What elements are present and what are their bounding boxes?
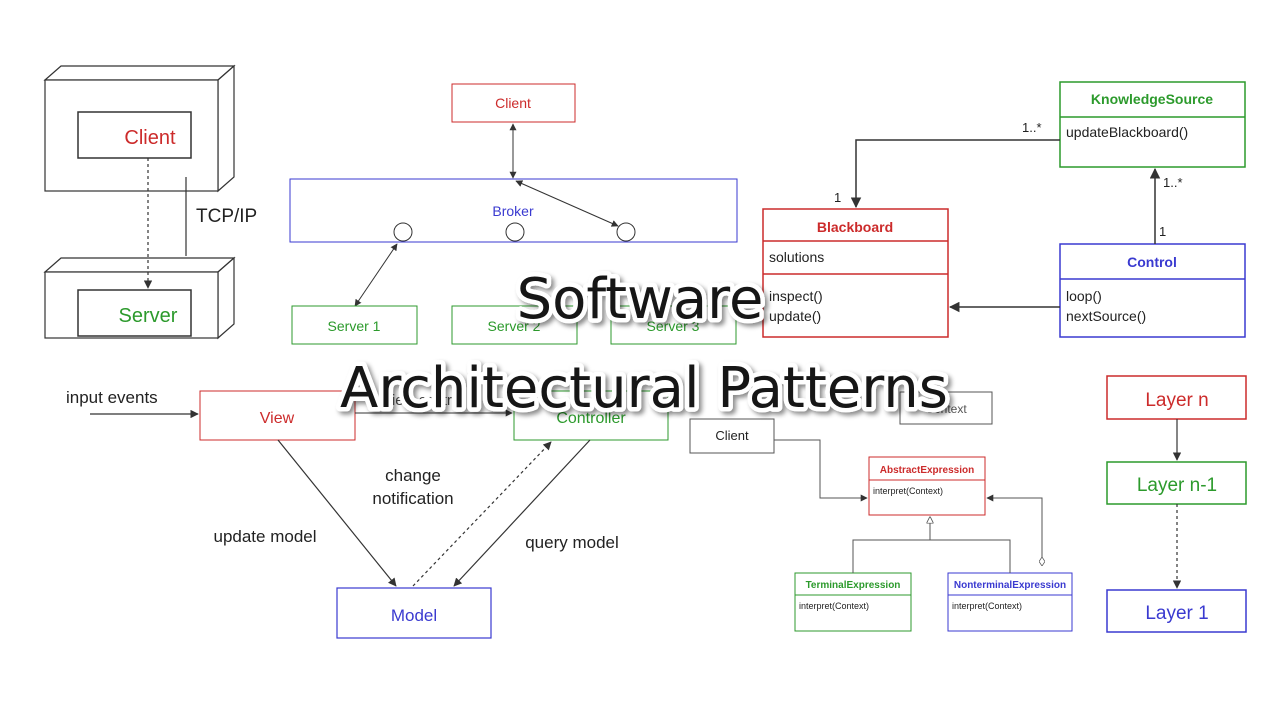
inheritance-bus [852, 539, 1011, 573]
update-model-label: update model [213, 527, 316, 546]
aggregation-arrow [987, 498, 1042, 566]
control-name: Control [1127, 254, 1177, 270]
broker-port-1 [393, 222, 413, 242]
controller-label: Controller [556, 410, 626, 427]
knowledge-source-name: KnowledgeSource [1091, 91, 1213, 107]
blackboard-method-1: inspect() [769, 288, 823, 304]
ks-to-blackboard [850, 139, 1060, 209]
server-2-label: Server 2 [488, 318, 541, 334]
mult-bb: 1 [834, 190, 841, 205]
server-3-label: Server 3 [647, 318, 700, 334]
mult-ctrl: 1 [1159, 224, 1166, 239]
server-1-label: Server 1 [328, 318, 381, 334]
mvc-diagram: input events View view control Controlle… [66, 388, 669, 639]
server1-link [354, 243, 398, 307]
control-method-2: nextSource() [1066, 308, 1146, 324]
abstract-expression-method: interpret(Context) [873, 486, 943, 496]
blackboard-diagram: KnowledgeSource updateBlackboard() Black… [762, 81, 1246, 338]
update-model-arrow [277, 439, 397, 587]
blackboard-name: Blackboard [817, 219, 893, 235]
knowledge-source-method: updateBlackboard() [1066, 124, 1188, 140]
client-to-abstract [774, 439, 868, 502]
client-label: Client [124, 127, 176, 149]
query-model-arrow [453, 439, 591, 587]
change-notification-arrow [412, 441, 552, 587]
broker-client-label: Client [495, 95, 531, 111]
interpreter-diagram: Client Context AbstractExpression interp… [689, 391, 1073, 632]
layer-n-1-label: Layer n-1 [1137, 475, 1217, 496]
blackboard-method-2: update() [769, 308, 821, 324]
broker-internal-link [515, 180, 619, 227]
model-label: Model [391, 606, 437, 625]
change-label: change [385, 466, 441, 485]
broker-label: Broker [492, 203, 534, 219]
broker-port-2 [505, 222, 525, 242]
query-model-label: query model [525, 533, 619, 552]
server-node: Server [43, 256, 236, 340]
tcp-ip-label: TCP/IP [196, 206, 257, 227]
nonterminal-expression-name: NonterminalExpression [954, 580, 1066, 591]
notification-label: notification [372, 489, 453, 508]
view-control-label: view control [384, 392, 463, 409]
terminal-expression-method: interpret(Context) [799, 601, 869, 611]
client-server-diagram: Client Server TCP/IP [43, 64, 257, 340]
blackboard-attr: solutions [769, 249, 824, 265]
layer-1-label: Layer 1 [1145, 603, 1208, 624]
input-events-label: input events [66, 388, 158, 407]
title-block: Software Architectural Patterns [336, 263, 953, 426]
interp-client-label: Client [715, 428, 749, 443]
layers-diagram: Layer n Layer n-1 Layer 1 [1106, 375, 1247, 633]
client-node: Client [43, 64, 236, 193]
terminal-expression-name: TerminalExpression [806, 580, 901, 591]
title-line-2: Architectural Patterns [340, 356, 948, 421]
title-line-1: Software [517, 267, 764, 332]
nonterminal-expression-method: interpret(Context) [952, 601, 1022, 611]
mult-ks-ctrl: 1..* [1163, 175, 1183, 190]
server-label: Server [119, 305, 178, 327]
context-label: Context [925, 402, 967, 416]
view-label: View [260, 410, 295, 427]
abstract-expression-name: AbstractExpression [880, 465, 974, 476]
mult-ks-bb: 1..* [1022, 120, 1042, 135]
broker-port-3 [616, 222, 636, 242]
broker-diagram: Client Broker Server 1 Server 2 Server 3 [289, 83, 738, 345]
control-method-1: loop() [1066, 288, 1102, 304]
layer-n-label: Layer n [1145, 390, 1208, 411]
